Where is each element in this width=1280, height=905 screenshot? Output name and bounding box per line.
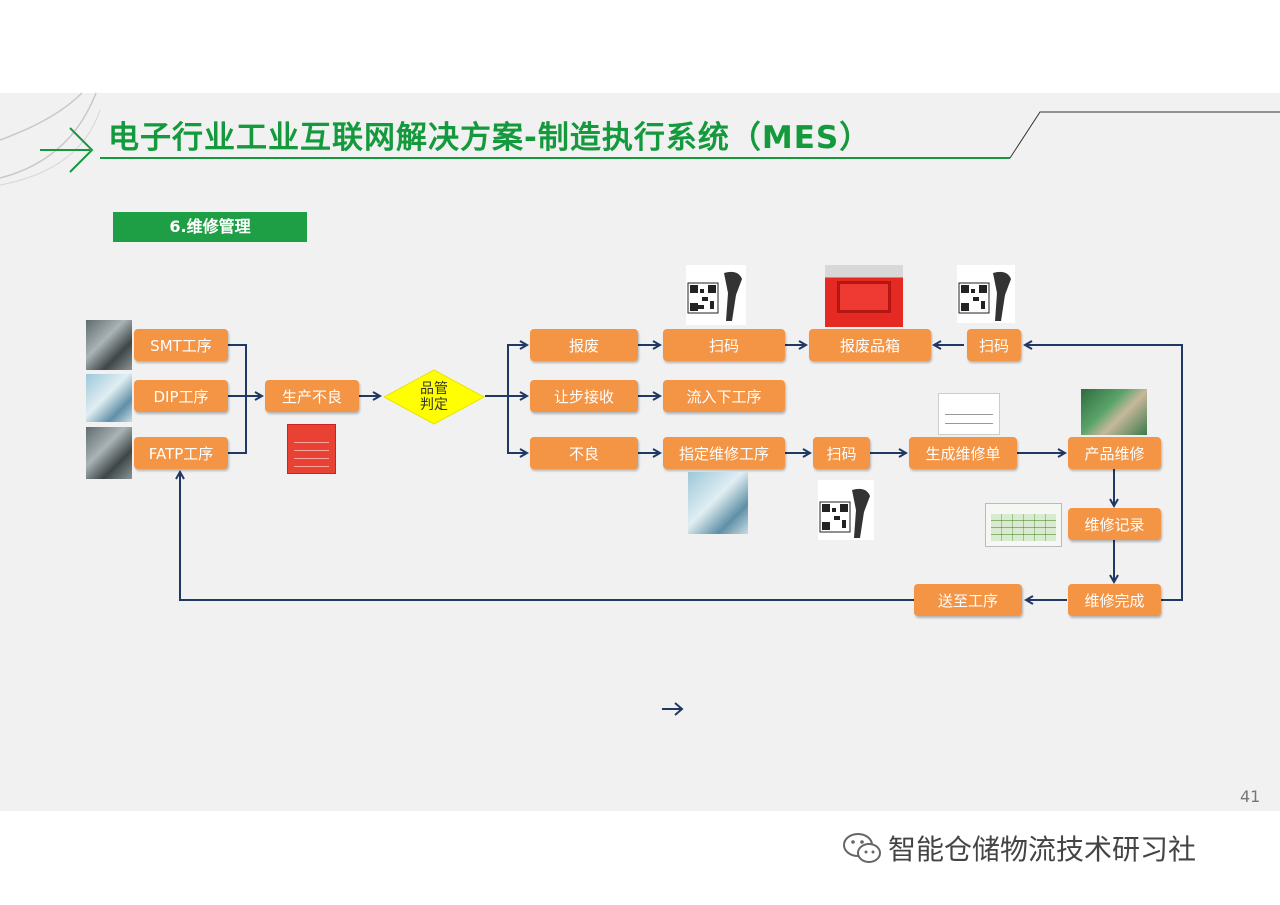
- defect-tag-image: [287, 424, 336, 474]
- dip-line-photo: [86, 374, 132, 422]
- node-send-back: 送至工序: [914, 584, 1022, 616]
- scrap-box-image: [825, 265, 903, 327]
- node-product-repair: 产品维修: [1068, 437, 1161, 469]
- node-scan-scrap: 扫码: [663, 329, 785, 361]
- node-repair-record: 维修记录: [1068, 508, 1161, 540]
- node-repair-order: 生成维修单: [909, 437, 1017, 469]
- wechat-icon: [843, 833, 881, 863]
- node-scan-return: 扫码: [967, 329, 1021, 361]
- node-scrap: 报废: [530, 329, 638, 361]
- repair-station-photo: [688, 472, 748, 534]
- decision-label: 品管判定: [420, 381, 448, 413]
- node-next-process: 流入下工序: [663, 380, 785, 412]
- repair-order-document: [938, 393, 1000, 435]
- page-number: 41: [1240, 787, 1261, 806]
- repair-record-sheet: [985, 503, 1062, 547]
- node-fatp-process: FATP工序: [134, 437, 228, 469]
- product-repair-photo: [1081, 389, 1147, 435]
- qr-scanner-icon: [686, 265, 746, 325]
- node-quality-decision: 品管判定: [383, 369, 485, 425]
- arrow-icon: [662, 702, 684, 716]
- watermark: 智能仓储物流技术研习社: [842, 828, 1196, 868]
- node-scrap-box: 报废品箱: [809, 329, 931, 361]
- section-badge: 6.维修管理: [113, 212, 307, 242]
- node-assign-repair: 指定维修工序: [663, 437, 785, 469]
- node-production-defect: 生产不良: [265, 380, 359, 412]
- qr-scanner-icon: [818, 480, 874, 540]
- page-title: 电子行业工业互联网解决方案-制造执行系统（MES）: [108, 120, 872, 156]
- node-concession: 让步接收: [530, 380, 638, 412]
- watermark-text: 智能仓储物流技术研习社: [888, 833, 1197, 866]
- header-decoration: [0, 92, 1280, 186]
- qr-scanner-icon: [957, 265, 1015, 323]
- node-scan-repair: 扫码: [813, 437, 870, 469]
- smt-line-photo: [86, 320, 132, 370]
- node-bad: 不良: [530, 437, 638, 469]
- node-repair-done: 维修完成: [1068, 584, 1161, 616]
- fatp-line-photo: [86, 427, 132, 479]
- node-dip-process: DIP工序: [134, 380, 228, 412]
- node-smt-process: SMT工序: [134, 329, 228, 361]
